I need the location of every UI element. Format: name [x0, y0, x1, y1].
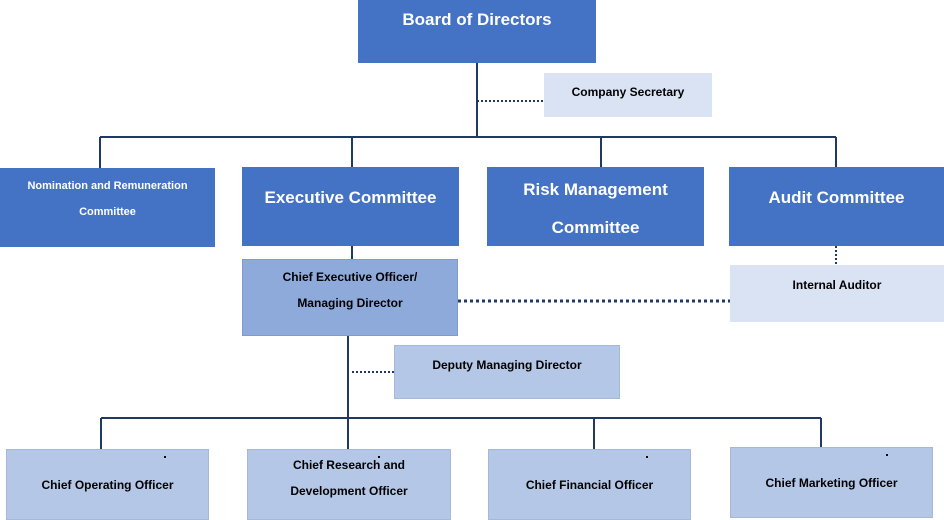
audit-committee-box: Audit Committee	[729, 167, 944, 246]
chief-operating-officer-label: Chief Operating Officer	[41, 477, 174, 492]
risk-management-box: Risk Management Committee	[487, 167, 704, 246]
ceo-managing-director-label: Chief Executive Officer/ Managing Direct…	[282, 270, 418, 310]
deputy-managing-director-box: Deputy Managing Director	[394, 345, 620, 399]
chief-marketing-officer-box: Chief Marketing Officer	[730, 447, 933, 518]
internal-auditor-label: Internal Auditor	[792, 278, 882, 292]
audit-committee-label: Audit Committee	[768, 188, 905, 207]
chief-operating-officer-box: Chief Operating Officer	[6, 449, 209, 520]
crdo-dot	[378, 456, 380, 458]
chief-research-development-box: Chief Research and Development Officer	[247, 449, 451, 520]
coo-dot	[164, 456, 166, 458]
executive-committee-label: Executive Committee	[264, 188, 437, 207]
cmo-dot	[886, 454, 888, 456]
chief-research-development-label: Chief Research and Development Officer	[290, 458, 408, 498]
internal-auditor-box: Internal Auditor	[730, 265, 944, 322]
ceo-managing-director-box: Chief Executive Officer/ Managing Direct…	[242, 259, 458, 336]
chief-financial-officer-box: Chief Financial Officer	[488, 449, 691, 520]
chief-financial-officer-label: Chief Financial Officer	[525, 477, 654, 492]
company-secretary-box: Company Secretary	[544, 73, 712, 117]
board-of-directors-label: Board of Directors	[402, 10, 552, 29]
nomination-remuneration-label: Nomination and Remuneration Committee	[27, 180, 188, 218]
chief-marketing-officer-label: Chief Marketing Officer	[765, 475, 898, 490]
board-of-directors-box: Board of Directors	[358, 0, 596, 63]
nomination-remuneration-box: Nomination and Remuneration Committee	[0, 168, 215, 247]
risk-management-label: Risk Management Committee	[523, 180, 668, 237]
cfo-dot	[646, 456, 648, 458]
deputy-managing-director-label: Deputy Managing Director	[432, 358, 582, 372]
executive-committee-box: Executive Committee	[242, 167, 459, 246]
company-secretary-label: Company Secretary	[571, 85, 685, 99]
